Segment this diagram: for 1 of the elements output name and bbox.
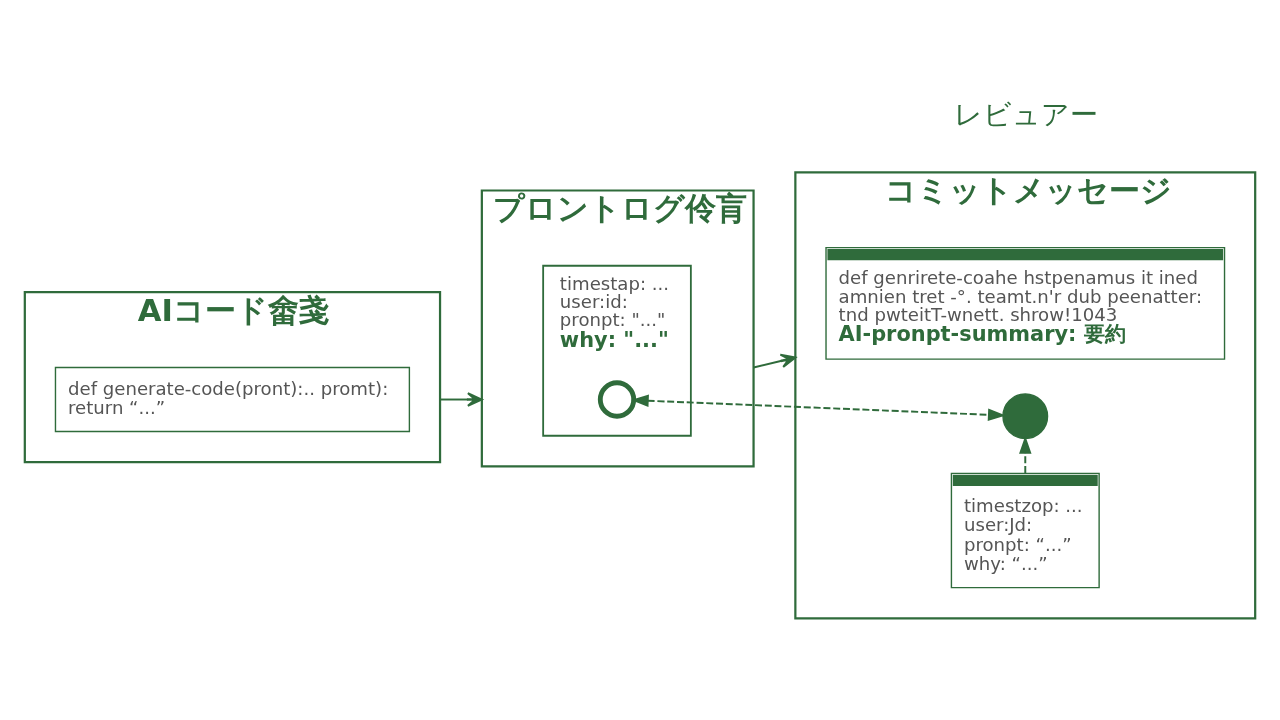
node-text: レビュアー [954, 97, 1099, 131]
